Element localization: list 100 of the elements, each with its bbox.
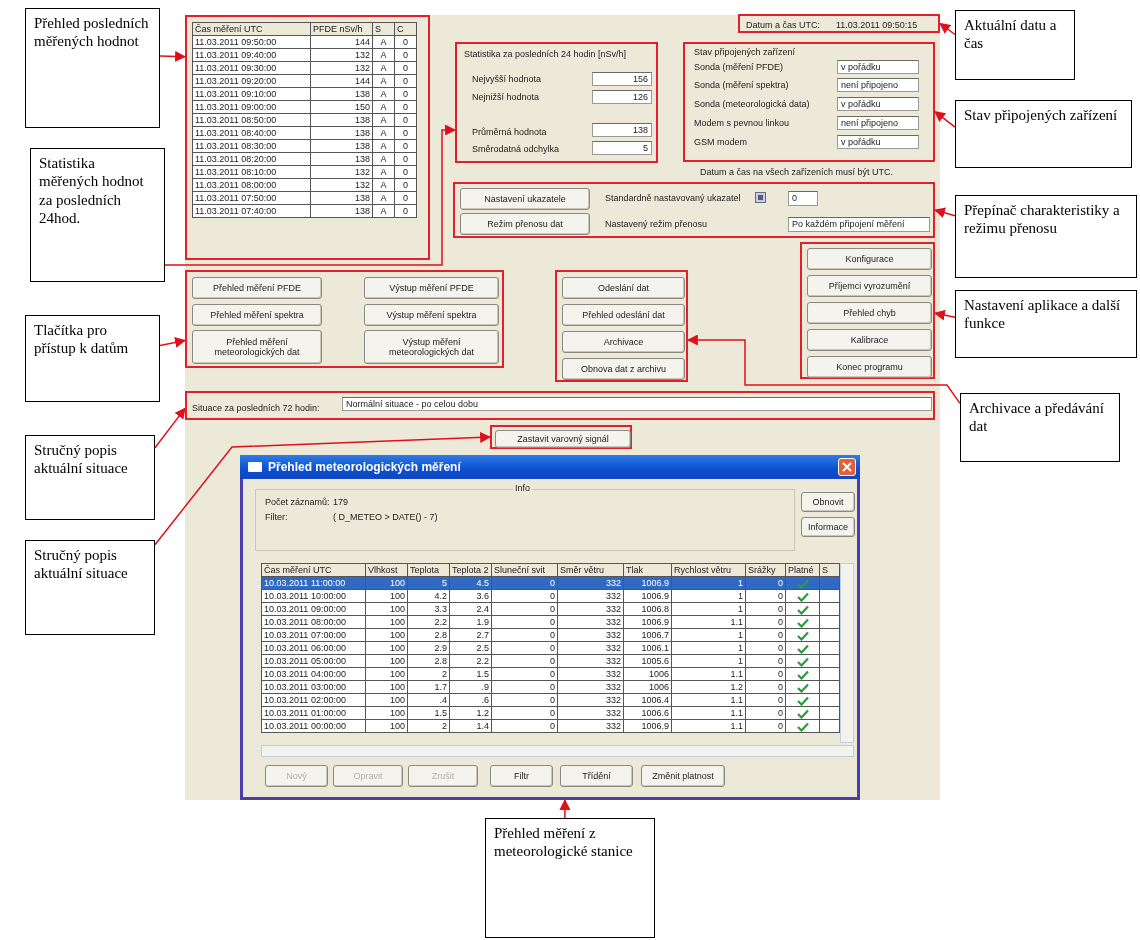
callout-text: Aktuální datu a čas [963,16,1058,54]
table-cell: 100 [365,680,408,694]
table-cell: 1006.9 [623,719,672,733]
arrow [934,110,956,128]
table-cell: 11.03.2011 09:00:00 [192,100,311,114]
column-header: PFDE nSv/h [310,22,373,36]
push-button: Přehled měření PFDE [192,277,322,299]
callout-box [955,10,1075,80]
table-cell: 2.8 [407,628,450,642]
table-cell: A [372,113,395,127]
table-cell: 1006.1 [623,641,672,655]
table-cell: 0 [394,87,417,101]
field-label: Sonda (měření spektra) [694,80,789,90]
table-cell: 138 [310,204,373,218]
table-cell: 144 [310,35,373,49]
table-cell: 0 [394,178,417,192]
table-cell: 0 [394,48,417,62]
table-cell: 11.03.2011 07:50:00 [192,191,311,205]
table-cell: 132 [310,178,373,192]
arrow [939,22,956,36]
highlight-frame [453,182,935,238]
arrow [154,431,492,546]
table-cell: 0 [745,706,786,720]
callout-text: Přehled měření z meteorologické stanice [493,824,634,862]
push-button: Příjemci vyrozumění [807,275,932,297]
push-button: Přehled měření meteorologických dat [192,330,322,364]
group-title: Info [513,483,532,493]
disabled-button: Nový [265,765,328,787]
table-cell: 10.03.2011 01:00:00 [261,706,366,720]
callout-box [485,818,655,938]
highlight-frame [185,270,504,368]
value-field: 5 [592,141,652,155]
table-cell: 0 [745,667,786,681]
text-field: v pořádku [837,135,919,149]
field-label: 179 [333,497,349,507]
table-cell: 11.03.2011 09:50:00 [192,35,311,49]
table-cell: 11.03.2011 08:40:00 [192,126,311,140]
column-header: Teplota 2 [449,563,492,577]
push-button: Odeslání dat [562,277,685,299]
table-cell: 1.1 [671,667,746,681]
table-cell: .6 [449,693,492,707]
table-cell: 332 [557,693,624,707]
callout-text: Stav připojených zařízení [963,106,1119,125]
table-cell: 11.03.2011 09:10:00 [192,87,311,101]
field-label: Filter: [265,512,288,522]
table-cell: A [372,74,395,88]
table-cell: A [372,61,395,75]
column-header: S [372,22,395,36]
table-cell: 150 [310,100,373,114]
field-label: Nastavený režim přenosu [605,219,708,229]
table-cell: 0 [745,628,786,642]
table-cell: 100 [365,667,408,681]
highlight-frame [455,42,658,163]
table-cell: 1.2 [449,706,492,720]
table-cell: 138 [310,113,373,127]
table-cell: A [372,191,395,205]
highlight-frame [185,391,935,420]
table-cell: 10.03.2011 06:00:00 [261,641,366,655]
table-cell: 1.4 [449,719,492,733]
callout-text: Stručný popis aktuální situace [33,441,129,479]
table-cell: 0 [394,113,417,127]
table-cell: 0 [745,602,786,616]
table-cell: 332 [557,628,624,642]
dialog-window [240,455,860,800]
table-cell: 0 [745,576,786,590]
table-cell: 0 [491,667,558,681]
highlight-frame [555,270,688,382]
table-cell: 0 [394,35,417,49]
table-cell: A [372,35,395,49]
column-header: Platné [785,563,820,577]
push-button: Obnovit [801,492,855,512]
field-label: ( D_METEO > DATE() - 7) [333,512,438,522]
table-cell: 1.2 [671,680,746,694]
column-header: Čas měření UTC [192,22,311,36]
field-label: Počet záznamů: [265,497,330,507]
callout-text: Přehled posledních měřených hodnot [33,14,150,52]
field-label: Situace za posledních 72 hodin: [192,403,320,413]
table-cell: 0 [745,589,786,603]
table-cell: 332 [557,615,624,629]
table-cell: 1.1 [671,693,746,707]
callout-box [25,540,155,635]
push-button: Obnova dat z archivu [562,358,685,380]
text-field: Po každém připojení měření [788,217,930,232]
callout-text: Stručný popis aktuální situace [33,546,129,584]
table-cell: 1006.6 [623,706,672,720]
table-cell: 1.5 [449,667,492,681]
callout-text: Tlačítka pro přístup k datům [33,321,130,359]
disabled-button: Zrušit [408,765,478,787]
table-cell: 0 [394,191,417,205]
table-cell: 0 [394,139,417,153]
callout-box [30,148,165,282]
table-cell: 100 [365,628,408,642]
arrow [164,124,457,266]
field-label: GSM modem [694,137,747,147]
table-cell: 0 [491,641,558,655]
highlight-frame [800,242,935,379]
table-cell: 332 [557,719,624,733]
value-field: 126 [592,90,652,104]
text-field: není připojeno [837,78,919,92]
highlight-frame [185,15,430,260]
